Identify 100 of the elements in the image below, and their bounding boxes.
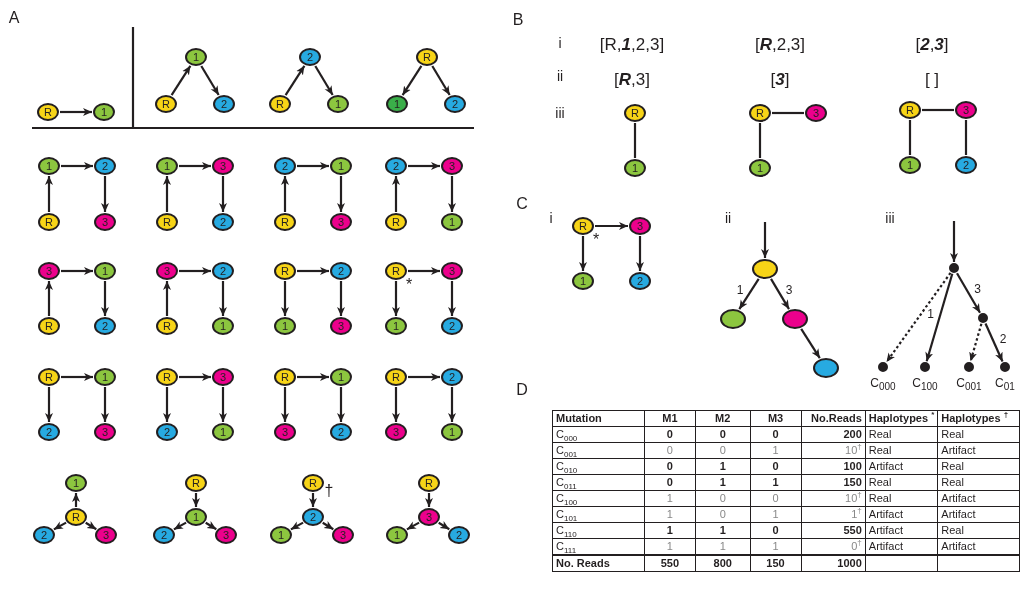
node-circle: 3 (332, 526, 354, 544)
node-circle: 1 (212, 423, 234, 441)
table-cell: 1 (644, 522, 696, 539)
branch-dot (964, 362, 974, 372)
table-cell: Artifact (937, 506, 1020, 523)
node-circle: R (385, 213, 407, 231)
node-circle: 2 (444, 95, 466, 113)
table-cell: Artifact (937, 442, 1020, 459)
arrow (179, 373, 211, 381)
arrow (448, 281, 456, 316)
node-circle: R (302, 474, 324, 492)
node-circle: R (899, 101, 921, 119)
arrow (192, 493, 200, 507)
table-cell: 550 (644, 555, 696, 572)
table-cell: 1 (750, 506, 802, 523)
arrow (45, 387, 53, 422)
table-cell: C$_{100}$ (552, 490, 645, 507)
arrow (297, 162, 329, 170)
node-circle: 3 (441, 157, 463, 175)
node-circle (752, 259, 778, 279)
arrow (392, 281, 400, 316)
node-circle: 2 (153, 526, 175, 544)
table-cell: 10$^{†}$ (801, 490, 866, 507)
dashed-arrow (969, 323, 983, 362)
node-circle: 2 (299, 48, 321, 66)
table-cell: 10$^{†}$ (801, 442, 866, 459)
node-circle: 3 (274, 423, 296, 441)
node-circle: 2 (212, 262, 234, 280)
arrow (200, 65, 220, 96)
node-circle: 3 (94, 423, 116, 441)
arrow (595, 222, 628, 230)
table-cell: Artifact (937, 490, 1020, 507)
connector-line (633, 123, 637, 158)
node-circle: R (269, 95, 291, 113)
node-circle: 3 (215, 526, 237, 544)
node-circle: 1 (185, 508, 207, 526)
table-cell: 0 (750, 426, 802, 443)
node-circle: 2 (441, 368, 463, 386)
arrow (219, 176, 227, 212)
arrow (173, 521, 187, 531)
table-cell: 150 (801, 474, 866, 491)
arrow (322, 521, 334, 531)
list-text: [2,3] (915, 35, 949, 55)
node-circle: 3 (441, 262, 463, 280)
arrow (314, 65, 334, 96)
table-cell: 800 (695, 555, 750, 572)
node-circle (782, 309, 808, 329)
panel-letter: B (512, 11, 524, 29)
table-cell: Artifact (865, 506, 938, 523)
node-circle: 2 (94, 157, 116, 175)
arrow (761, 222, 769, 258)
arrow (101, 176, 109, 212)
node-circle: 3 (95, 526, 117, 544)
arrow (281, 281, 289, 316)
table-cell: C$_{111}$ (552, 538, 645, 555)
leaf-label: C$_{01}$ (995, 375, 1015, 393)
node-circle: 3 (629, 217, 651, 235)
node-circle: 1 (749, 159, 771, 177)
node-circle: 3 (385, 423, 407, 441)
branch-dot (878, 362, 888, 372)
node-circle: 2 (302, 508, 324, 526)
node-circle: 2 (38, 423, 60, 441)
table-cell: Real (937, 474, 1020, 491)
node-circle: 3 (805, 104, 827, 122)
arrow (170, 65, 192, 96)
panel-letter: A (8, 9, 20, 27)
arrow (53, 521, 67, 531)
branch-dot (1000, 362, 1010, 372)
arrow (337, 281, 345, 316)
arrow (101, 281, 109, 316)
arrow (392, 387, 400, 422)
arrow (61, 162, 93, 170)
branch-dot (978, 313, 988, 323)
table-cell: 0 (644, 458, 696, 475)
edge-label: 3 (784, 283, 794, 297)
table-cell: Real (937, 426, 1020, 443)
node-circle: 1 (572, 272, 594, 290)
table-cell: Artifact (865, 458, 938, 475)
arrow (179, 267, 211, 275)
table-cell: 0 (695, 442, 750, 459)
node-circle: 3 (212, 368, 234, 386)
node-circle: 2 (33, 526, 55, 544)
node-circle: R (385, 262, 407, 280)
arrow (205, 521, 217, 531)
arrow (392, 176, 400, 212)
node-circle: 1 (156, 157, 178, 175)
arrow (284, 65, 306, 96)
node-circle (720, 309, 746, 329)
node-circle: 2 (213, 95, 235, 113)
arrow (85, 521, 97, 531)
edge-label: 2 (998, 331, 1008, 346)
table-cell: M2 (695, 410, 750, 427)
node-circle: 1 (274, 317, 296, 335)
arrow (408, 267, 440, 275)
table-cell: 1 (695, 522, 750, 539)
node-circle: R (274, 262, 296, 280)
arrow (219, 387, 227, 422)
arrow (950, 221, 958, 262)
row-numeral: i (549, 210, 553, 226)
node-circle: R (38, 368, 60, 386)
